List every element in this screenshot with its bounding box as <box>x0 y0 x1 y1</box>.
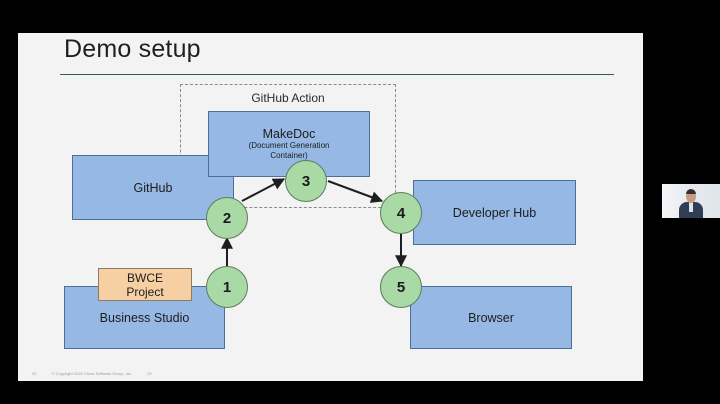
business-studio-label: Business Studio <box>99 310 190 325</box>
presenter-head <box>686 190 696 203</box>
browser-label: Browser <box>468 310 514 325</box>
footer-page-right: 22 <box>147 371 152 376</box>
step-1-circle: 1 <box>206 266 248 308</box>
bwce-project-box: BWCE Project <box>98 268 192 301</box>
arrow-3-to-4 <box>327 180 384 203</box>
arrow-2-to-3 <box>241 178 286 202</box>
step-2-circle: 2 <box>206 197 248 239</box>
step-5-number: 5 <box>396 278 406 296</box>
step-4-number: 4 <box>396 204 406 222</box>
developer-hub-label: Developer Hub <box>452 205 537 220</box>
makedoc-label: MakeDoc <box>262 127 316 141</box>
flow-arrows <box>221 178 407 268</box>
slide-footer: 22 © Copyright 2020 Cloud Software Group… <box>32 371 166 376</box>
github-label: GitHub <box>133 180 173 195</box>
footer-copyright: © Copyright 2020 Cloud Software Group, I… <box>51 371 133 376</box>
step-3-circle: 3 <box>285 160 327 202</box>
bwce-project-label: BWCE Project <box>126 270 164 299</box>
github-action-label: GitHub Action <box>251 91 325 105</box>
github-action-group <box>180 84 396 208</box>
step-2-number: 2 <box>222 209 232 227</box>
title-divider <box>60 74 614 75</box>
browser-box: Browser <box>410 286 572 349</box>
step-5-circle: 5 <box>380 266 422 308</box>
slide-title: Demo setup <box>64 35 201 63</box>
footer-page-left: 22 <box>32 371 37 376</box>
makedoc-sublabel: (Document Generation Container) <box>248 141 330 160</box>
developer-hub-box: Developer Hub <box>413 180 576 245</box>
webcam-thumbnail[interactable] <box>662 184 720 218</box>
step-1-number: 1 <box>222 278 232 296</box>
step-4-circle: 4 <box>380 192 422 234</box>
presentation-slide: Demo setup GitHub Action GitHub MakeDoc … <box>18 33 643 381</box>
step-3-number: 3 <box>301 172 311 190</box>
